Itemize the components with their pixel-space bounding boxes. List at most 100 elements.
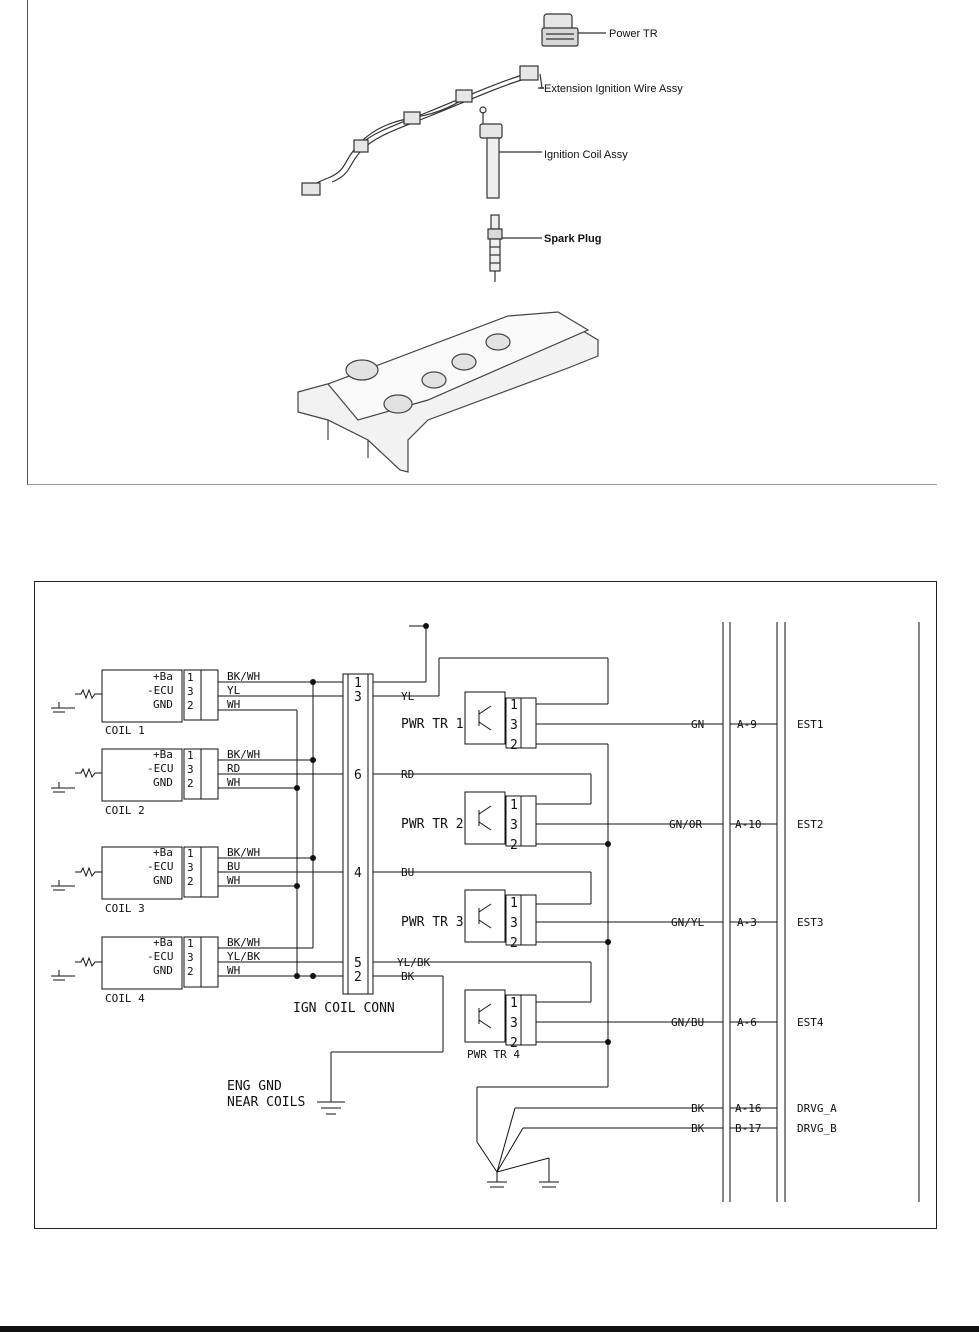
cylinder-head-cover-part (297, 311, 599, 473)
pwr-tr-pin-number: 3 (510, 818, 518, 833)
coil-pin-label: -ECU (147, 950, 174, 963)
exploded-component-view: Power TR Extension Ignition Wire Assy Ig… (27, 0, 937, 485)
pwr-tr-pin-number: 2 (510, 936, 518, 951)
pwr-tr-pin-number: 1 (510, 698, 518, 713)
pwr-tr-pin-number: 1 (510, 896, 518, 911)
coil-pin-label: -ECU (147, 762, 174, 775)
pwr-tr-pin-number: 3 (510, 1016, 518, 1031)
ecu-pin-label: B-17 (735, 1122, 762, 1135)
ecu-wire-label: GN (691, 718, 704, 731)
wire-label: BK/WH (227, 670, 260, 683)
page-footer-rule (0, 1326, 979, 1332)
coil-pin-label: -ECU (147, 684, 174, 697)
coil-pin-number: 3 (187, 763, 194, 776)
power-tr-callout: Power TR (609, 28, 658, 40)
coil-pin-label: GND (153, 776, 173, 789)
conn-pin-number: 1 (354, 676, 362, 691)
coil-pin-label: +Ba (153, 846, 173, 859)
ecu-pin-label: A-3 (737, 916, 757, 929)
conn-output-wires: YL RD BU YL/BK BK (397, 690, 430, 983)
pwr-tr-2-label: PWR TR 2 (401, 817, 464, 832)
conn-pin-number: 5 (354, 956, 362, 971)
wire-label: WH (227, 874, 240, 887)
ecu-signal-label: EST2 (797, 818, 824, 831)
coil-pin-number: 1 (187, 847, 194, 860)
conn-pin-number: 3 (354, 690, 362, 705)
coil-name: COIL 2 (105, 804, 145, 817)
extension-wire-part (301, 65, 544, 196)
ecu-signal-label: DRVG_B (797, 1122, 837, 1135)
coil-pin-label: -ECU (147, 860, 174, 873)
junction-dots (294, 623, 611, 1045)
ignition-wiring-schematic: +Ba -ECU GND 1 3 2 BK/WH YL WH COIL 1 +B… (34, 581, 937, 1229)
extension-wire-callout: Extension Ignition Wire Assy (544, 83, 683, 95)
coil-pin-number: 3 (187, 951, 194, 964)
ecu-pin-label: A-9 (737, 718, 757, 731)
ignition-coil-callout: Ignition Coil Assy (544, 149, 628, 161)
wire-label: YL/BK (397, 956, 430, 969)
wire-label: YL (401, 690, 415, 703)
coil-pin-number: 2 (187, 699, 194, 712)
ign-coil-conn-label: IGN COIL CONN (293, 1001, 395, 1016)
schematic-drawing: +Ba -ECU GND 1 3 2 BK/WH YL WH COIL 1 +B… (51, 622, 920, 1202)
wire-label: WH (227, 964, 240, 977)
conn-pin-number: 4 (354, 866, 362, 881)
coil-name: COIL 1 (105, 724, 145, 737)
wire-label: BK/WH (227, 846, 260, 859)
wire-label: BK/WH (227, 936, 260, 949)
pwr-tr-3-label: PWR TR 3 (401, 915, 464, 930)
wire-label: RD (401, 768, 414, 781)
eng-gnd-line-1: ENG GND (227, 1079, 282, 1094)
ecu-signal-label: EST1 (797, 718, 824, 731)
wire-label: RD (227, 762, 240, 775)
pwr-tr-1-label: PWR TR 1 (401, 717, 464, 732)
coil-pin-number: 1 (187, 749, 194, 762)
coil-name: COIL 3 (105, 902, 145, 915)
wire-label: YL (227, 684, 241, 697)
power-tr-part (541, 13, 606, 47)
coil-1: +Ba -ECU GND 1 3 2 BK/WH YL WH COIL 1 (105, 670, 260, 737)
ecu-connections: GN A-9 EST1 GN/OR A-10 EST2 GN/YL A-3 ES… (669, 718, 837, 1135)
wire-label: WH (227, 698, 240, 711)
conn-pin-number: 2 (354, 970, 362, 985)
ecu-wire-label: GN/BU (671, 1016, 704, 1029)
ecu-signal-label: EST3 (797, 916, 824, 929)
ecu-wire-label: BK (691, 1122, 705, 1135)
ecu-wire-label: BK (691, 1102, 705, 1115)
ecu-wire-label: GN/OR (669, 818, 702, 831)
coil-pin-label: GND (153, 698, 173, 711)
coil-pin-label: +Ba (153, 748, 173, 761)
pwr-tr-group: PWR TR 1 PWR TR 2 PWR TR 3 PWR TR 4 1 3 … (401, 698, 520, 1061)
ecu-wire-label: GN/YL (671, 916, 704, 929)
wire-label: WH (227, 776, 240, 789)
coil-pin-label: GND (153, 964, 173, 977)
pwr-tr-pin-number: 1 (510, 798, 518, 813)
spark-plug-callout: Spark Plug (544, 233, 601, 245)
ecu-signal-label: EST4 (797, 1016, 824, 1029)
ecu-pin-label: A-16 (735, 1102, 762, 1115)
pwr-tr-pin-number: 2 (510, 738, 518, 753)
wire-label: YL/BK (227, 950, 260, 963)
coil-name: COIL 4 (105, 992, 145, 1005)
coil-2: +Ba -ECU GND 1 3 2 BK/WH RD WH COIL 2 (105, 748, 260, 817)
wire-label: BU (401, 866, 414, 879)
coil-pin-number: 2 (187, 875, 194, 888)
conn-pin-number: 6 (354, 768, 362, 783)
coil-pin-label: +Ba (153, 670, 173, 683)
pwr-tr-pin-number: 1 (510, 996, 518, 1011)
ecu-signal-label: DRVG_A (797, 1102, 837, 1115)
coil-pin-number: 2 (187, 965, 194, 978)
coil-pin-number: 3 (187, 861, 194, 874)
coil-pin-number: 1 (187, 937, 194, 950)
ecu-pin-label: A-6 (737, 1016, 757, 1029)
pwr-tr-pin-number: 2 (510, 1036, 518, 1051)
spark-plug-part (487, 214, 542, 282)
ign-coil-conn: 1 3 6 4 5 2 IGN COIL CONN (293, 676, 395, 1016)
wire-label: BU (227, 860, 240, 873)
wire-label: BK/WH (227, 748, 260, 761)
coil-pin-number: 2 (187, 777, 194, 790)
coil-3: +Ba -ECU GND 1 3 2 BK/WH BU WH COIL 3 (105, 846, 260, 915)
exploded-view-drawing: Power TR Extension Ignition Wire Assy Ig… (297, 13, 683, 473)
pwr-tr-pin-number: 3 (510, 916, 518, 931)
coil-pin-label: +Ba (153, 936, 173, 949)
